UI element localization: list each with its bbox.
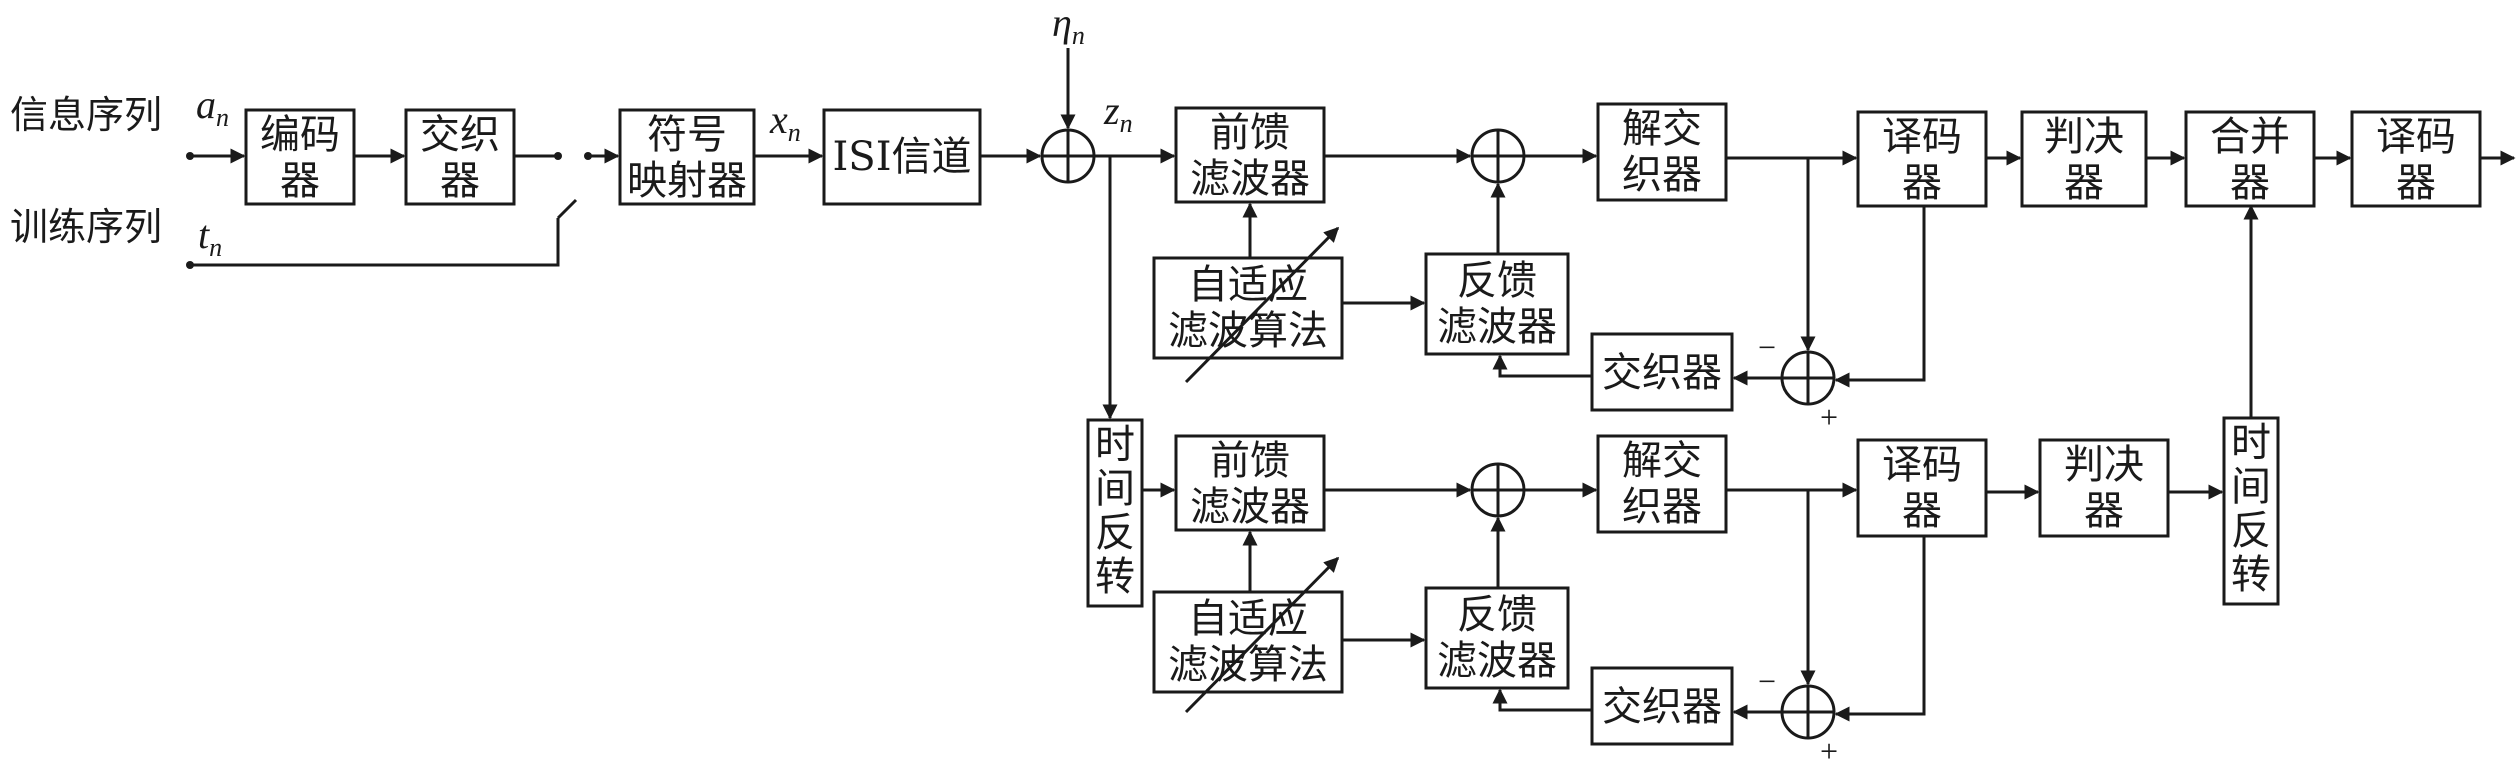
upper-branch: 前馈 滤波器 解交 织器 译码 器 判决 器 自适应 [1152, 102, 2186, 435]
isi-channel-block: ISI信道 [822, 108, 982, 206]
noise-symbol: ηn [1052, 0, 1085, 50]
svg-text:器: 器 [1902, 160, 1942, 206]
svg-text:交织: 交织 [420, 112, 500, 158]
info-symbol: an [196, 82, 229, 132]
training-sequence-label: 训练序列 [10, 205, 162, 249]
svg-text:滤波器: 滤波器 [1190, 484, 1310, 530]
svg-text:滤波器: 滤波器 [1437, 638, 1557, 684]
svg-text:判决: 判决 [2064, 442, 2144, 488]
svg-text:自适应: 自适应 [1188, 596, 1308, 642]
lower-minus-sign: − [1758, 663, 1776, 699]
lower-feedforward-filter-block: 前馈 滤波器 [1174, 434, 1326, 532]
z-symbol: zn [1103, 88, 1133, 138]
svg-text:滤波器: 滤波器 [1190, 156, 1310, 202]
svg-text:交织器: 交织器 [1602, 350, 1722, 396]
svg-text:反: 反 [2231, 508, 2271, 554]
svg-text:转: 转 [1095, 554, 1135, 600]
combiner-block: 合并 器 [2184, 110, 2316, 208]
upper-decoder-block: 译码 器 [1856, 110, 1988, 208]
wire-training-to-switch [190, 218, 560, 267]
svg-text:ISI信道: ISI信道 [832, 134, 971, 180]
svg-text:解交: 解交 [1622, 106, 1702, 152]
input-switch [514, 148, 620, 220]
svg-text:转: 转 [2231, 552, 2271, 598]
svg-text:判决: 判决 [2044, 114, 2124, 160]
svg-text:映射器: 映射器 [627, 158, 747, 204]
svg-text:织器: 织器 [1622, 484, 1702, 530]
upper-feedback-filter-block: 反馈 滤波器 [1424, 252, 1570, 356]
interleaver-block: 交织 器 [404, 108, 516, 206]
svg-text:时: 时 [1095, 422, 1135, 468]
lower-decoder-block: 译码 器 [1856, 438, 1988, 538]
svg-text:器: 器 [280, 158, 320, 204]
upper-adaptive-algorithm-block: 自适应 滤波算法 [1152, 256, 1344, 360]
svg-text:译码: 译码 [1882, 114, 1962, 160]
upper-deinterleaver-block: 解交 织器 [1596, 102, 1728, 202]
lower-adaptive-algorithm-block: 自适应 滤波算法 [1152, 590, 1344, 694]
svg-text:滤波器: 滤波器 [1437, 304, 1557, 350]
lower-feedback-filter-block: 反馈 滤波器 [1424, 586, 1570, 690]
svg-text:器: 器 [2230, 160, 2270, 206]
svg-text:间: 间 [1095, 466, 1135, 512]
lower-error-adder [1780, 684, 1836, 740]
svg-text:合并: 合并 [2210, 114, 2290, 160]
upper-plus-sign: + [1820, 399, 1838, 435]
lower-deinterleaver-block: 解交 织器 [1596, 434, 1728, 534]
svg-text:译码: 译码 [2376, 114, 2456, 160]
x-symbol: xn [769, 97, 801, 147]
svg-text:间: 间 [2231, 464, 2271, 510]
input-section: 信息序列 an 训练序列 tn [10, 82, 560, 269]
svg-text:前馈: 前馈 [1210, 110, 1290, 156]
lower-branch: 前馈 滤波器 解交 织器 译码 器 判决 器 自适应 [1152, 434, 2224, 769]
info-sequence-label: 信息序列 [10, 93, 162, 137]
upper-adder [1470, 128, 1526, 184]
svg-text:反馈: 反馈 [1457, 592, 1537, 638]
svg-text:时: 时 [2231, 420, 2271, 466]
symbol-mapper-block: 符号 映射器 [618, 108, 756, 206]
svg-text:编码: 编码 [260, 112, 340, 158]
upper-interleaver-block: 交织器 [1590, 332, 1734, 412]
lower-interleaver-block: 交织器 [1590, 666, 1734, 746]
encoder-block: 编码 器 [244, 108, 356, 206]
upper-feedforward-filter-block: 前馈 滤波器 [1174, 106, 1326, 204]
upper-error-adder [1780, 350, 1836, 406]
lower-plus-sign: + [1820, 733, 1838, 769]
svg-text:织器: 织器 [1622, 152, 1702, 198]
lower-decision-block: 判决 器 [2038, 438, 2170, 538]
lower-adder [1470, 462, 1526, 518]
svg-text:符号: 符号 [647, 112, 727, 158]
svg-text:器: 器 [2064, 160, 2104, 206]
svg-text:滤波算法: 滤波算法 [1168, 308, 1328, 354]
svg-text:交织器: 交织器 [1602, 684, 1722, 730]
svg-text:器: 器 [2396, 160, 2436, 206]
upper-minus-sign: − [1758, 329, 1776, 365]
svg-text:前馈: 前馈 [1210, 438, 1290, 484]
svg-text:器: 器 [440, 158, 480, 204]
final-decoder-block: 译码 器 [2350, 110, 2482, 208]
time-reverse-right-block: 时 间 反 转 [2222, 416, 2280, 606]
svg-text:器: 器 [1902, 488, 1942, 534]
time-reverse-left-block: 时 间 反 转 [1086, 418, 1144, 608]
svg-text:解交: 解交 [1622, 438, 1702, 484]
upper-decision-block: 判决 器 [2020, 110, 2148, 208]
svg-text:反馈: 反馈 [1457, 258, 1537, 304]
svg-text:自适应: 自适应 [1188, 262, 1308, 308]
svg-text:器: 器 [2084, 488, 2124, 534]
svg-text:反: 反 [1095, 510, 1135, 556]
training-symbol: tn [198, 212, 222, 262]
noise-adder [1040, 128, 1096, 184]
svg-text:译码: 译码 [1882, 442, 1962, 488]
